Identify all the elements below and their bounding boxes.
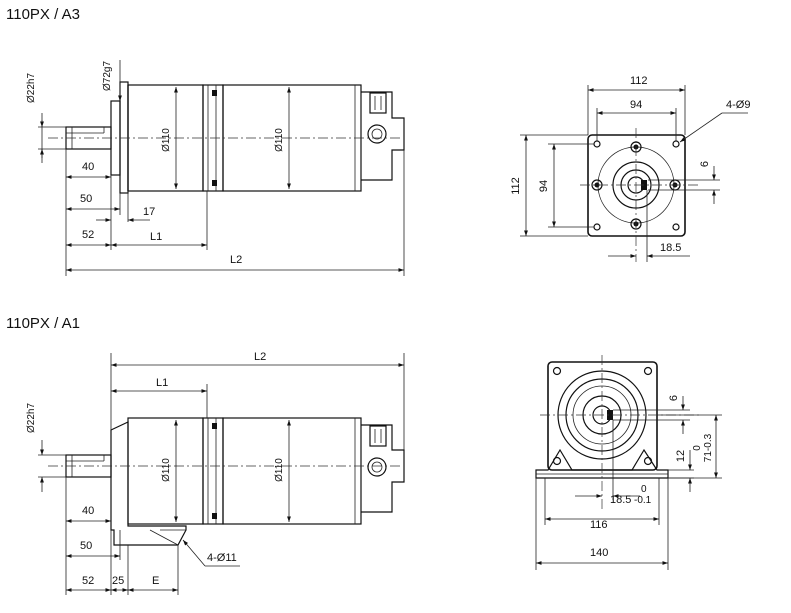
a1-front-18-5-label: 18.5: [610, 494, 631, 506]
a3-dim-40: 40: [66, 161, 111, 179]
a3-shaft-dia-dimension: Ø22h7: [26, 73, 66, 163]
a3-title: 110PX / A3: [6, 6, 80, 23]
a3-front-6-label: 6: [699, 161, 711, 167]
a3-square-flange: [587, 134, 686, 237]
a1-dim-50-label: 50: [80, 540, 92, 552]
a3-motor-dia-label: Ø110: [274, 128, 285, 152]
a1-side-view: L2 L1 Ø22h7 Ø110 Ø110 40: [26, 351, 405, 595]
a3-dim-l2-label: L2: [230, 254, 242, 266]
a3-front-view: 112 94 4-Ø9 6 112 94: [510, 75, 750, 262]
a3-gearbox-body: [127, 84, 224, 192]
a3-side-view: Ø22h7 Ø72g7 Ø110 Ø110: [26, 60, 405, 276]
a1-foot-bracket: [110, 421, 187, 546]
a1-gear-dia-label: Ø110: [161, 458, 172, 482]
a1-front-6-label: 6: [668, 395, 680, 401]
a3-gear-dia-label: Ø110: [161, 128, 172, 152]
a3-gear-dia-dimension: Ø110: [161, 87, 178, 189]
a3-front-18-5-label: 18.5: [660, 242, 681, 254]
a1-mounting-holes: [552, 366, 653, 466]
a1-motor-body: [222, 417, 405, 525]
a1-front-tol-upper: 0: [692, 445, 703, 451]
a3-front-112-top-label: 112: [630, 75, 648, 87]
a1-shaft-dia-label: Ø22h7: [26, 403, 37, 433]
a1-foot: [535, 448, 669, 479]
a1-dim-l2-label: L2: [254, 351, 266, 363]
a3-dim-40-label: 40: [82, 161, 94, 173]
a3-dim-l2: L2: [66, 254, 404, 272]
a1-dim-52-label: 52: [82, 575, 94, 587]
a1-front-tol-0: 0: [641, 484, 647, 495]
a3-mounting-holes: [593, 140, 680, 231]
a3-front-94-top-label: 94: [630, 99, 642, 111]
a3-dim-17: 17: [96, 206, 155, 222]
a3-pilot-dia-dimension: Ø72g7: [102, 60, 122, 101]
a1-front-tol-neg: -0.1: [634, 495, 652, 506]
a1-dim-25-label: 25: [112, 575, 124, 587]
a1-gearbox-body: [127, 417, 224, 525]
a3-dim-50-label: 50: [80, 193, 92, 205]
a1-dim-l1-label: L1: [156, 377, 168, 389]
a3-front-112-left-label: 112: [510, 177, 522, 195]
a1-front-height-label: 71-0.3: [703, 433, 714, 462]
a3-dim-52-label: 52: [82, 229, 94, 241]
a1-front-116-label: 116: [590, 519, 608, 531]
a1-square-flange: [547, 361, 658, 471]
a3-dim-17-label: 17: [143, 206, 155, 218]
a3-pilot-dia-label: Ø72g7: [102, 61, 113, 91]
a3-motor-dia-dimension: Ø110: [274, 87, 291, 189]
a1-holes-label: 4-Ø11: [207, 552, 237, 564]
a3-dim-52-l1: 52 L1: [66, 229, 207, 247]
a3-front-holes-label: 4-Ø9: [726, 99, 750, 111]
a1-title: 110PX / A1: [6, 315, 80, 332]
a1-dim-e-label: E: [152, 575, 159, 587]
a3-front-94-left-label: 94: [538, 180, 550, 192]
a3-shaft-dia-label: Ø22h7: [26, 73, 37, 103]
a3-dim-l1-label: L1: [150, 231, 162, 243]
a1-front-140-label: 140: [590, 547, 608, 559]
a1-front-12-label: 12: [675, 450, 687, 462]
a3-dim-50: 50: [66, 193, 120, 211]
a1-front-view: 6 12 0 71-0.3 18.5 0 -0.1 116: [535, 355, 722, 570]
a1-dim-40-label: 40: [82, 505, 94, 517]
a3-pilot: [119, 81, 129, 194]
a1-motor-dia-label: Ø110: [274, 458, 285, 482]
